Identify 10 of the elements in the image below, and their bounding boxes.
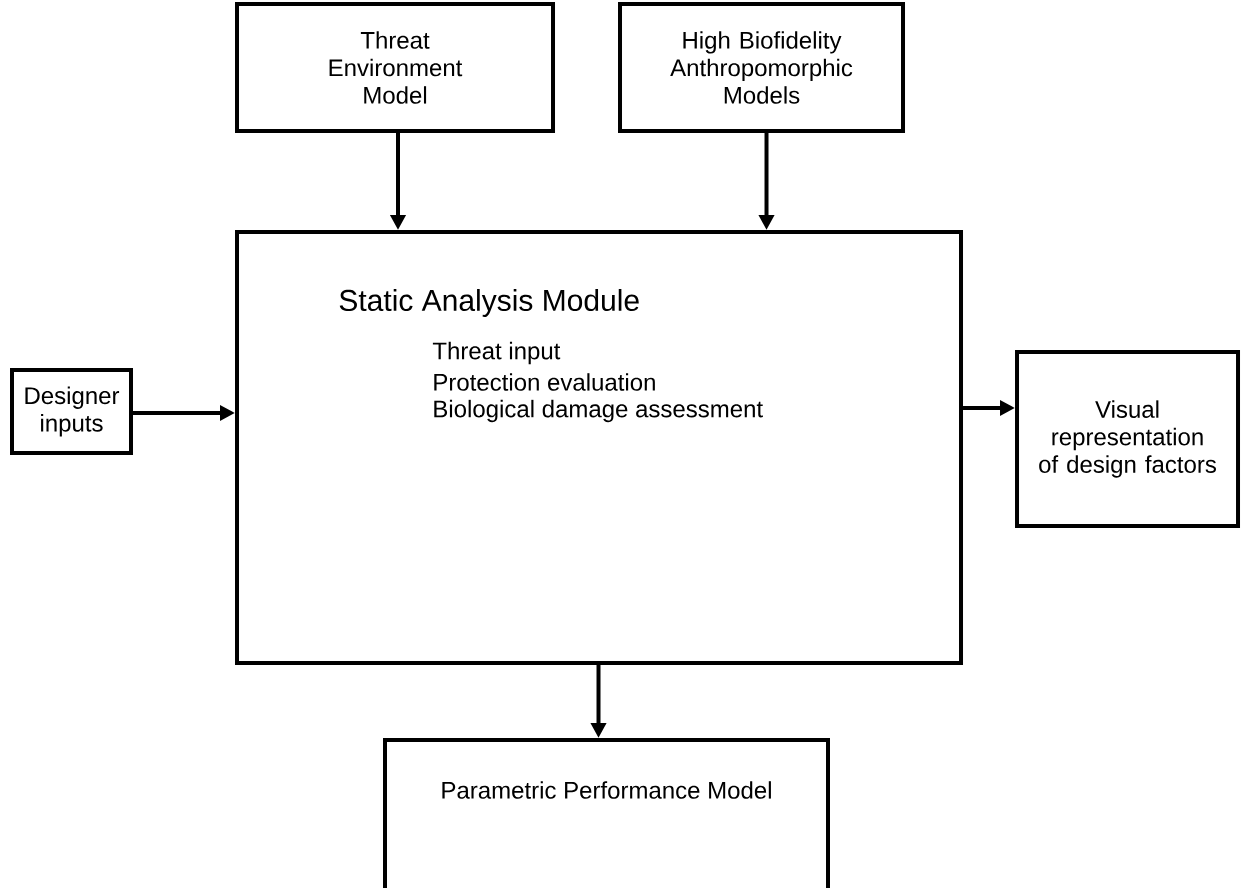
module-box — [235, 230, 963, 665]
input-box: Designer inputs — [10, 368, 133, 455]
model-box: Threat Environment Model — [235, 2, 555, 133]
list-item: Biological damage assessment — [434, 399, 763, 423]
list-item: Protection evaluation — [434, 373, 655, 391]
output-box: Visual representation of design factors — [1015, 350, 1240, 528]
list-item: Threat input — [432, 341, 561, 365]
model-box: Parametric Performance Model — [383, 738, 830, 888]
module-heading: Static Analysis Module — [339, 289, 639, 317]
model-box: High Biofidelity Anthropomorphic Models — [618, 2, 905, 133]
